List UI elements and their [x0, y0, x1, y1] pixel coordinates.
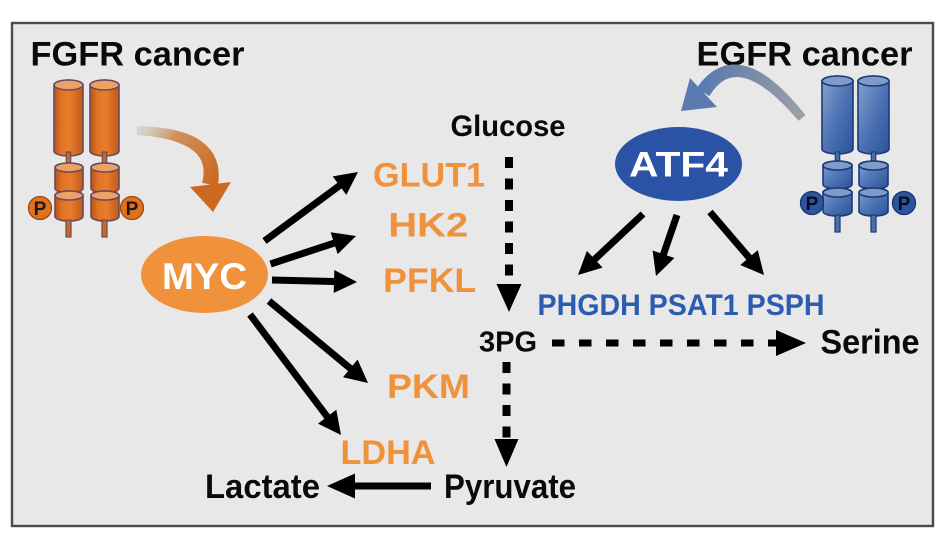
svg-text:FGFR cancer: FGFR cancer	[31, 36, 245, 74]
svg-text:P: P	[126, 199, 139, 220]
svg-text:HK2: HK2	[388, 207, 468, 245]
svg-text:P: P	[34, 199, 47, 220]
svg-text:3PG: 3PG	[479, 326, 537, 358]
svg-text:PHGDH PSAT1 PSPH: PHGDH PSAT1 PSPH	[538, 289, 825, 322]
svg-text:P: P	[898, 194, 911, 215]
svg-text:Lactate: Lactate	[205, 468, 320, 506]
svg-text:LDHA: LDHA	[341, 434, 436, 472]
svg-text:GLUT1: GLUT1	[373, 157, 485, 195]
svg-text:PKM: PKM	[387, 368, 470, 406]
svg-text:Serine: Serine	[821, 324, 920, 362]
svg-text:PFKL: PFKL	[383, 262, 476, 300]
svg-text:Glucose: Glucose	[451, 110, 566, 143]
svg-text:MYC: MYC	[162, 256, 247, 297]
svg-text:ATF4: ATF4	[629, 146, 729, 185]
svg-text:P: P	[806, 194, 819, 215]
svg-text:Pyruvate: Pyruvate	[444, 468, 576, 506]
